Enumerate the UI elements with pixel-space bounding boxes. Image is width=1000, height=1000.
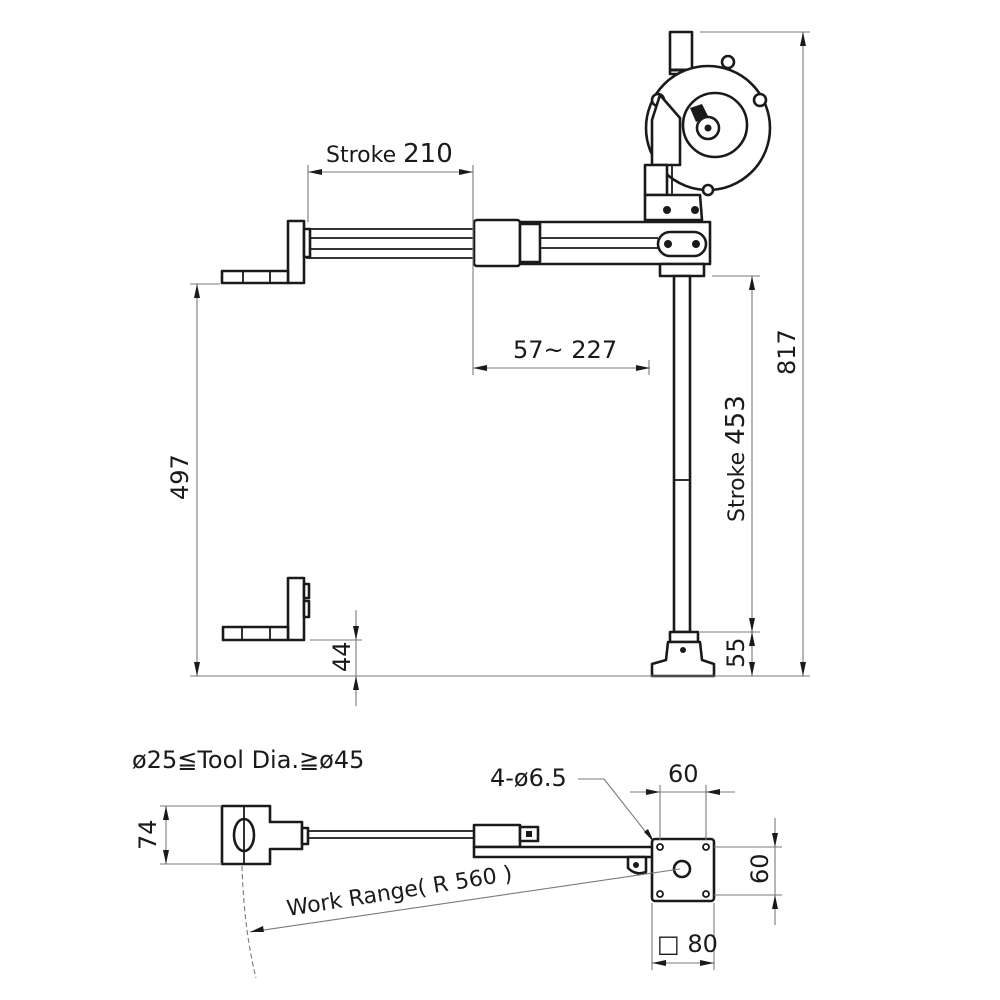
square-symbol: □	[657, 930, 680, 958]
dim-74-value: 74	[134, 819, 162, 850]
dim-80-value: 80	[687, 930, 718, 958]
dim-horizontal-offset: 57~ 227	[473, 336, 650, 375]
dim-reach-height: 497	[166, 283, 220, 676]
dim-55-value: 55	[722, 637, 750, 668]
dim-stroke-vertical-label: Stroke	[725, 452, 750, 522]
side-view: Stroke 210 57~ 227 497 4	[166, 30, 810, 706]
dim-60-x-value: 60	[668, 760, 699, 788]
svg-text:Stroke 210: Stroke 210	[326, 139, 453, 169]
dim-offset-value: 57~ 227	[513, 336, 617, 364]
horizontal-arm	[220, 218, 712, 285]
dim-hole-spacing-x: 60	[630, 760, 735, 840]
mount-holes-label: 4-ø6.5	[490, 764, 567, 792]
spring-balancer	[643, 30, 772, 222]
base-plate	[650, 837, 716, 903]
dim-44-value: 44	[328, 641, 356, 672]
tool-bracket-lower	[221, 576, 311, 642]
dim-work-range: Work Range( R 560 )	[241, 862, 681, 979]
work-range-label: Work Range( R 560 )	[285, 862, 514, 922]
dim-base-plate: □ 80	[651, 903, 718, 970]
dim-tool-min-height: 44	[310, 610, 362, 706]
dim-holder-width: 74	[134, 805, 222, 865]
dim-total-height: 817	[700, 31, 810, 676]
dim-497-value: 497	[166, 454, 194, 500]
tool-holder-clamp	[220, 804, 310, 866]
svg-text:□ 80: □ 80	[657, 930, 718, 958]
dim-hole-spacing-y: 60	[714, 818, 782, 925]
svg-text:Stroke 453: Stroke 453	[721, 395, 751, 522]
dim-817-value: 817	[773, 329, 801, 375]
dim-453-value: 453	[721, 395, 751, 445]
tool-diameter-range: ø25≦Tool Dia.≧ø45	[132, 746, 364, 774]
dim-vertical-stroke: Stroke 453 55	[700, 275, 760, 676]
vertical-column	[650, 274, 716, 678]
top-arm	[308, 823, 656, 875]
dim-stroke-210-value: 210	[403, 139, 453, 169]
dim-stroke-label: Stroke	[326, 143, 396, 168]
dim-mount-holes: 4-ø6.5	[490, 764, 654, 842]
dim-60-y-value: 60	[746, 853, 774, 884]
dim-horizontal-stroke: Stroke 210	[307, 139, 474, 375]
top-view: ø25≦Tool Dia.≧ø45	[132, 746, 782, 979]
